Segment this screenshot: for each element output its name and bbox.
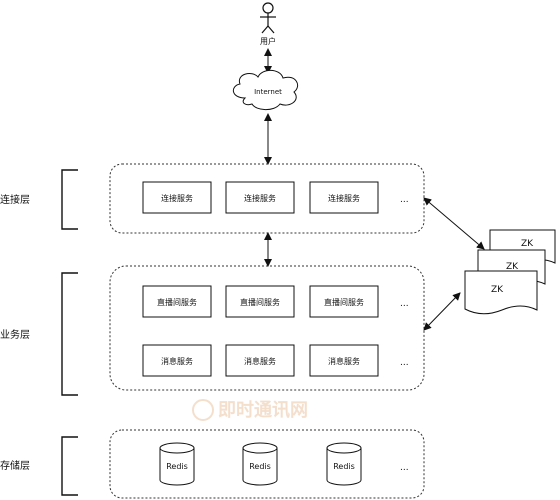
business-zk-arrow (423, 292, 461, 331)
zk-label: ZK (506, 262, 519, 272)
redis-label: Redis (333, 462, 355, 471)
user-label: 用户 (260, 36, 276, 46)
internet-cloud-icon (232, 69, 298, 111)
layer-label-connection: 连接层 (0, 193, 30, 206)
message-service-label: 消息服务 (161, 356, 193, 366)
connection-zk-arrow (423, 197, 485, 250)
zk-document-icon (464, 270, 538, 315)
connection-service-box: 连接服务 (142, 181, 212, 214)
live-room-service-label: 直播间服务 (157, 297, 197, 307)
internet-label: Internet (254, 88, 282, 96)
connection-service-box: 连接服务 (309, 181, 379, 214)
connection-service-label: 连接服务 (328, 193, 360, 203)
zk-label: ZK (491, 285, 504, 295)
connection-service-box: 连接服务 (225, 181, 295, 214)
message-service-box: 消息服务 (142, 344, 212, 377)
ellipsis: ... (400, 195, 409, 205)
redis-label: Redis (249, 462, 271, 471)
redis-database-icon (159, 442, 195, 486)
live-room-service-box: 直播间服务 (142, 285, 212, 318)
redis-database-icon (242, 442, 278, 486)
svg-text:即时通讯网: 即时通讯网 (218, 400, 308, 421)
message-service-box: 消息服务 (309, 344, 379, 377)
layer-label-business: 业务层 (0, 328, 30, 341)
layer-brackets (61, 169, 78, 496)
connection-service-label: 连接服务 (161, 193, 193, 203)
layer-label-storage: 存储层 (0, 459, 30, 472)
live-room-service-box: 直播间服务 (309, 285, 379, 318)
connection-service-label: 连接服务 (244, 193, 276, 203)
zk-label: ZK (521, 239, 534, 249)
live-room-service-label: 直播间服务 (240, 297, 280, 307)
message-service-box: 消息服务 (225, 344, 295, 377)
ellipsis: ... (400, 299, 409, 309)
storage-layer-container (109, 429, 425, 499)
live-room-service-label: 直播间服务 (324, 297, 364, 307)
ellipsis: ... (400, 358, 409, 368)
message-service-label: 消息服务 (244, 356, 276, 366)
redis-database-icon (326, 442, 362, 486)
user-icon (260, 2, 276, 34)
live-room-service-box: 直播间服务 (225, 285, 295, 318)
message-service-label: 消息服务 (328, 356, 360, 366)
watermark: 即时通讯网 (192, 399, 308, 421)
redis-label: Redis (166, 462, 188, 471)
ellipsis: ... (400, 463, 409, 473)
